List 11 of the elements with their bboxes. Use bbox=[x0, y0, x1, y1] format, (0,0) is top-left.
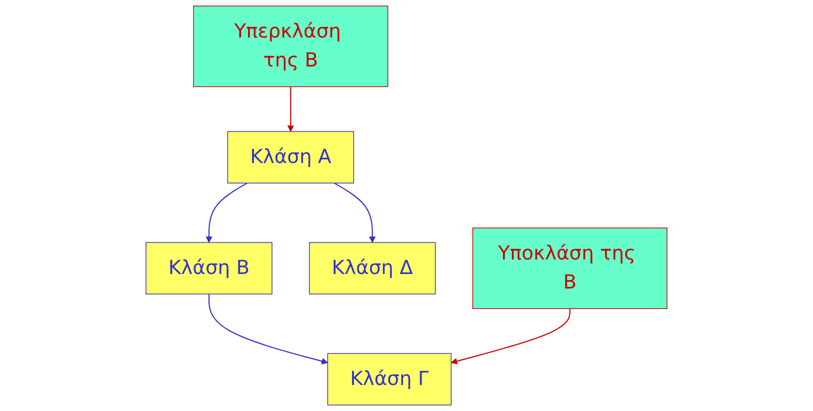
arrow bbox=[206, 182, 248, 243]
arrow bbox=[287, 86, 294, 132]
node-box: Υποκλάση της B bbox=[472, 228, 668, 309]
node-box: Κλάση B bbox=[146, 242, 272, 294]
node-box: Κλάση Γ bbox=[327, 353, 452, 406]
arrow bbox=[334, 182, 376, 243]
arrow bbox=[208, 294, 328, 364]
node-box: Κλάση Δ bbox=[309, 242, 436, 294]
node-box: Κλάση A bbox=[227, 131, 354, 184]
node-box: Υπερκλάση της B bbox=[193, 6, 388, 88]
arrow bbox=[450, 308, 570, 364]
